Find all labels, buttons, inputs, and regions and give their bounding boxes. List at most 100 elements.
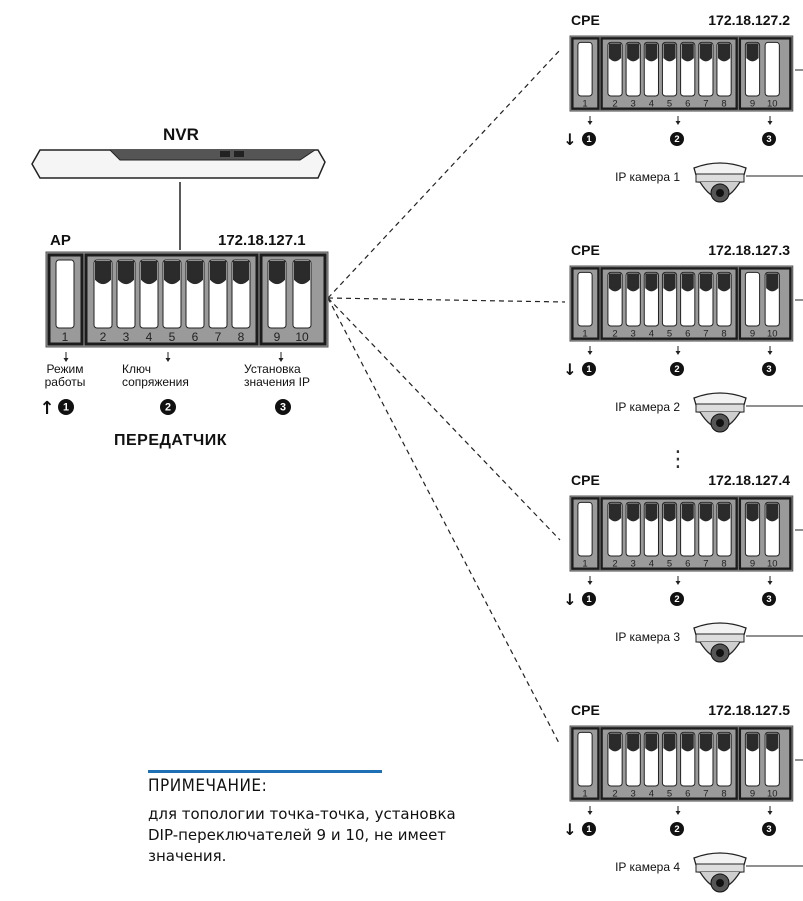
ellipsis: ⋮ bbox=[667, 447, 689, 472]
dip-switch-lever bbox=[608, 733, 622, 749]
dip-group-frame bbox=[571, 727, 600, 800]
number-marker bbox=[670, 362, 684, 376]
switch-number: 4 bbox=[146, 330, 153, 344]
number-marker-text: 2 bbox=[674, 364, 679, 375]
camera-lens-center bbox=[716, 419, 724, 427]
transmitter-role: AP bbox=[50, 232, 71, 249]
down-arrow-head bbox=[165, 358, 171, 362]
number-marker bbox=[762, 362, 776, 376]
switch-number: 6 bbox=[685, 328, 690, 339]
switch-number: 4 bbox=[649, 558, 654, 569]
dip-switch-lever bbox=[699, 57, 712, 62]
number-marker-text: 1 bbox=[63, 402, 69, 414]
receiver-role: CPE bbox=[571, 242, 600, 258]
dip-group-frame bbox=[738, 497, 792, 570]
dip-switch-lever bbox=[663, 747, 676, 752]
switch-number: 5 bbox=[667, 558, 672, 569]
dip-switch-lever bbox=[608, 503, 622, 519]
switch-number: 1 bbox=[62, 330, 69, 344]
dip-switch-lever bbox=[699, 287, 712, 292]
note-line: для топологии точка-точка, установка bbox=[148, 805, 456, 823]
number-marker bbox=[762, 592, 776, 606]
number-marker bbox=[670, 822, 684, 836]
dip-group-frame bbox=[259, 253, 327, 346]
dip-switch-lever bbox=[663, 57, 676, 62]
dip-switch bbox=[744, 271, 761, 327]
dip-switch-lever bbox=[717, 733, 731, 749]
dip-switch-lever bbox=[717, 43, 731, 59]
dip-switch-lever bbox=[141, 261, 157, 281]
dip-group-frame bbox=[600, 727, 738, 800]
dip-group-frame bbox=[571, 37, 600, 110]
dip-switch-lever bbox=[269, 279, 285, 285]
down-arrow-head bbox=[767, 581, 773, 585]
dip-switch-lever bbox=[717, 747, 731, 752]
note-line: DIP-переключателей 9 и 10, не имеет bbox=[148, 826, 447, 844]
wireless-link bbox=[327, 297, 561, 541]
dip-switch-lever bbox=[645, 733, 658, 749]
note-divider bbox=[148, 770, 382, 773]
dip-switch-lever bbox=[699, 503, 712, 519]
number-marker-text: 3 bbox=[766, 364, 771, 375]
number-marker bbox=[582, 592, 596, 606]
number-marker-text: 1 bbox=[586, 824, 591, 835]
dip-switch-lever bbox=[766, 747, 779, 752]
dip-switch-lever bbox=[210, 279, 226, 285]
dip-switch-lever bbox=[681, 57, 694, 62]
dip-switch-lever bbox=[746, 57, 759, 62]
number-marker bbox=[58, 399, 74, 415]
switch-number: 5 bbox=[667, 98, 672, 109]
number-marker bbox=[275, 399, 291, 415]
dip-switch-lever bbox=[210, 261, 226, 281]
dip-switch-lever bbox=[681, 273, 694, 289]
mode-arrow: ↓ bbox=[563, 130, 576, 149]
number-marker bbox=[670, 132, 684, 146]
dip-switch-lever bbox=[627, 57, 640, 62]
switch-number: 3 bbox=[631, 788, 636, 799]
dip-switch-lever bbox=[608, 287, 622, 292]
dip-switch-lever bbox=[645, 747, 658, 752]
dip-group-frame bbox=[738, 267, 792, 340]
dip-switch-lever bbox=[746, 503, 759, 519]
camera-lens-center bbox=[716, 879, 724, 887]
dip-switch-lever bbox=[645, 517, 658, 522]
dip-switch-lever bbox=[627, 43, 640, 59]
dip-switch-lever bbox=[746, 517, 759, 522]
dip-switch bbox=[764, 41, 780, 97]
switch-number: 8 bbox=[721, 328, 726, 339]
dip-switch-lever bbox=[746, 747, 759, 752]
switch-number: 7 bbox=[703, 328, 708, 339]
dip-switch bbox=[577, 501, 593, 557]
dip-switch-lever bbox=[663, 517, 676, 522]
switch-number: 10 bbox=[767, 788, 778, 799]
down-arrow-head bbox=[675, 581, 681, 585]
group-label-key: Ключ сопряжения bbox=[122, 362, 189, 389]
camera-label: IP камера 4 bbox=[615, 860, 680, 874]
transmitter-caption: ПЕРЕДАТЧИК bbox=[114, 432, 227, 449]
dip-switch-lever bbox=[187, 279, 203, 285]
mode-arrow: ↓ bbox=[563, 360, 576, 379]
wireless-link bbox=[327, 297, 566, 303]
dip-group-frame bbox=[738, 37, 792, 110]
switch-number: 9 bbox=[750, 328, 755, 339]
switch-number: 9 bbox=[750, 98, 755, 109]
dip-switch-lever bbox=[717, 287, 731, 292]
switch-number: 7 bbox=[703, 98, 708, 109]
dip-switch-lever bbox=[233, 261, 249, 281]
dip-switch-lever bbox=[746, 43, 759, 59]
number-marker-text: 3 bbox=[280, 402, 286, 414]
switch-number: 3 bbox=[631, 558, 636, 569]
camera-ring bbox=[695, 173, 745, 183]
switch-number: 5 bbox=[169, 330, 176, 344]
switch-number: 7 bbox=[703, 788, 708, 799]
mode-arrow: ↑ bbox=[39, 398, 54, 419]
number-marker-text: 3 bbox=[766, 134, 771, 145]
dip-group-frame bbox=[571, 497, 600, 570]
dip-switch-lever bbox=[681, 747, 694, 752]
dip-switch-lever bbox=[717, 273, 731, 289]
camera-lens-center bbox=[716, 649, 724, 657]
dip-switch-lever bbox=[187, 261, 203, 281]
dip-switch-lever bbox=[699, 733, 712, 749]
switch-number: 10 bbox=[767, 328, 778, 339]
